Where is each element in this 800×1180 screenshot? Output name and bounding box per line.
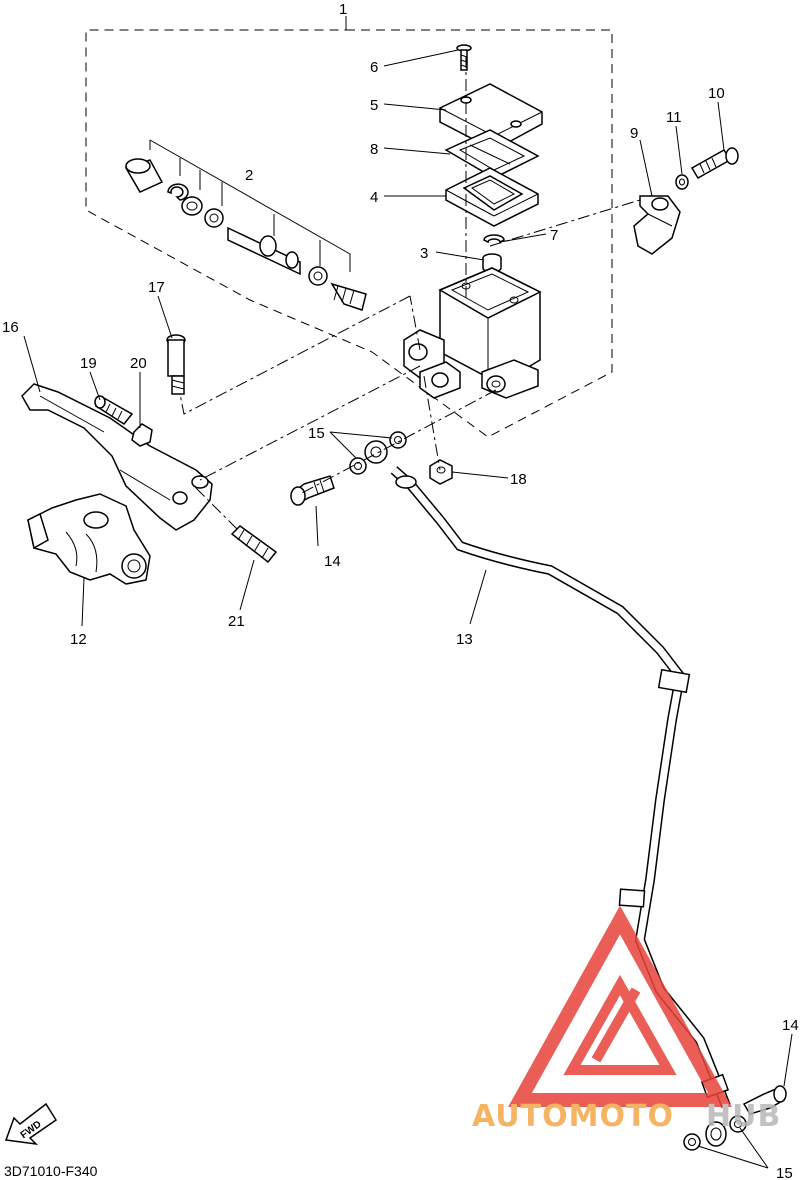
clutch-switch-icon	[27, 493, 151, 585]
callout-5: 5	[370, 97, 378, 114]
fwd-arrow-icon: FWD	[4, 1102, 58, 1146]
bolt-icon	[690, 147, 739, 180]
callout-20: 20	[130, 355, 147, 372]
circlip-icon	[483, 234, 505, 244]
clutch-lever-icon	[21, 383, 213, 531]
nut-icon	[429, 459, 453, 485]
callout-6: 6	[370, 59, 378, 76]
screw-icon	[456, 44, 472, 71]
master-cylinder-body-icon	[403, 267, 542, 399]
diaphragm-plate-icon	[444, 129, 540, 179]
callout-10: 10	[708, 85, 725, 102]
callout-16: 16	[2, 319, 19, 336]
spring-icon	[230, 525, 278, 564]
callout-13: 13	[456, 631, 473, 648]
banjo-fitting-icon	[364, 440, 388, 464]
callout-19: 19	[80, 355, 97, 372]
callout-3: 3	[420, 245, 428, 262]
callout-15-upper: 15	[308, 425, 325, 442]
locknut-icon	[131, 423, 153, 447]
washer-icon	[675, 174, 689, 190]
callout-14-upper: 14	[324, 553, 341, 570]
piston-kit-icon	[124, 139, 367, 311]
callout-7: 7	[550, 227, 558, 244]
callout-9: 9	[630, 125, 638, 142]
union-bolt-icon	[290, 475, 335, 506]
callout-1: 1	[339, 1, 347, 18]
pivot-bolt-icon	[166, 334, 186, 395]
watermark-text-hub: HUB	[706, 1099, 781, 1134]
leader-lines	[23, 49, 793, 1169]
callout-8: 8	[370, 141, 378, 158]
callout-2: 2	[245, 167, 253, 184]
callout-12: 12	[70, 631, 87, 648]
union-bolt-lower-icon	[742, 1085, 787, 1115]
diaphragm-icon	[445, 167, 539, 227]
diagram-code: 3D71010-F340	[4, 1163, 98, 1179]
watermark-text-automoto: AUTOMOTO	[472, 1099, 674, 1134]
callout-15-lower: 15	[776, 1165, 793, 1180]
assembly-boundary	[85, 16, 613, 438]
watermark-triangle-icon	[508, 905, 732, 1107]
callout-11: 11	[666, 109, 682, 126]
protector-icon	[482, 253, 502, 273]
callout-14-lower: 14	[782, 1017, 799, 1034]
assembly-lines	[179, 56, 641, 533]
callout-17: 17	[148, 279, 165, 296]
callout-4: 4	[370, 189, 378, 206]
watermark: AUTOMOTO HUB	[472, 905, 781, 1134]
callout-21: 21	[228, 613, 245, 630]
copper-washer-lower-icon	[683, 1115, 747, 1151]
adjuster-bolt-icon	[94, 395, 134, 425]
holder-bracket-icon	[633, 195, 681, 255]
callout-18: 18	[510, 471, 527, 488]
